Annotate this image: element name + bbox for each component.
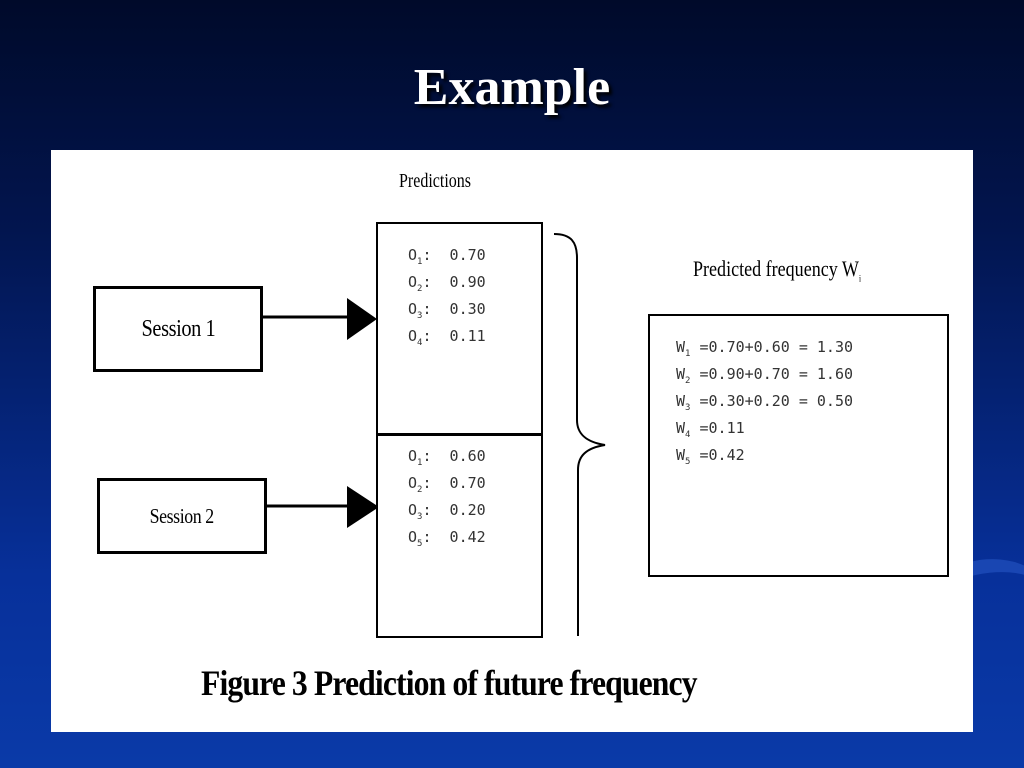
session-2-prediction-row-subscript: 5 <box>417 539 423 549</box>
frequency-row-subscript: 3 <box>685 403 691 413</box>
frequency-box <box>648 314 949 577</box>
session-2-prediction-row-subscript: 3 <box>417 512 423 522</box>
session-1-arrowhead <box>347 298 377 340</box>
session-2-prediction-row: O5: 0.42 <box>408 528 486 549</box>
frequency-row-symbol: W <box>676 419 686 437</box>
frequency-row-symbol: W <box>676 392 686 410</box>
session-2-predictions-box <box>376 434 543 638</box>
session-2-prediction-row-value: : 0.70 <box>422 474 486 492</box>
session-2-prediction-row-subscript: 1 <box>417 458 423 468</box>
frequency-row-symbol: W <box>676 365 686 383</box>
frequency-row-value: =0.30+0.20 = 0.50 <box>690 392 854 410</box>
session-1-prediction-row: O4: 0.11 <box>408 327 486 348</box>
curly-brace <box>553 233 606 636</box>
session-1-prediction-row-value: : 0.30 <box>422 300 486 318</box>
session-1-prediction-row-symbol: O <box>408 273 418 291</box>
session-2-prediction-row-value: : 0.20 <box>422 501 486 519</box>
frequency-row-value: =0.42 <box>690 446 745 464</box>
session-1-prediction-row: O1: 0.70 <box>408 246 486 267</box>
session-1-prediction-row-value: : 0.90 <box>422 273 486 291</box>
session-1-prediction-row-subscript: 3 <box>417 311 423 321</box>
frequency-row-value: =0.11 <box>690 419 745 437</box>
predicted-frequency-text: Predicted frequency W <box>693 256 859 281</box>
session-1-prediction-row-symbol: O <box>408 327 418 345</box>
session-1-predictions-box <box>376 222 543 435</box>
session-1-box: Session 1 <box>93 286 263 372</box>
session-2-prediction-row: O1: 0.60 <box>408 447 486 468</box>
frequency-row-subscript: 5 <box>685 457 691 467</box>
session-2-prediction-row: O2: 0.70 <box>408 474 486 495</box>
predicted-frequency-label: Predicted frequency Wi <box>693 256 861 283</box>
session-1-prediction-row-symbol: O <box>408 246 418 264</box>
figure-panel: Predictions Session 1 Session 2 O1: 0.70… <box>51 150 973 732</box>
session-2-prediction-row-symbol: O <box>408 501 418 519</box>
session-2-prediction-row-value: : 0.60 <box>422 447 486 465</box>
session-1-prediction-row-subscript: 4 <box>417 338 423 348</box>
frequency-row: W4 =0.11 <box>676 419 745 440</box>
session-2-prediction-row-subscript: 2 <box>417 485 423 495</box>
session-2-prediction-row-symbol: O <box>408 528 418 546</box>
session-1-prediction-row-subscript: 1 <box>417 257 423 267</box>
session-1-prediction-row-value: : 0.70 <box>422 246 486 264</box>
slide-title: Example <box>413 59 611 116</box>
diagram-connectors <box>260 233 606 636</box>
session-1-prediction-row: O2: 0.90 <box>408 273 486 294</box>
frequency-row-symbol: W <box>676 338 686 356</box>
session-1-prediction-row-value: : 0.11 <box>422 327 486 345</box>
session-2-prediction-row-value: : 0.42 <box>422 528 486 546</box>
frequency-row: W3 =0.30+0.20 = 0.50 <box>676 392 853 413</box>
session-1-prediction-row-symbol: O <box>408 300 418 318</box>
session-2-prediction-row: O3: 0.20 <box>408 501 486 522</box>
frequency-row-subscript: 4 <box>685 430 691 440</box>
frequency-row-symbol: W <box>676 446 686 464</box>
frequency-row-subscript: 1 <box>685 349 691 359</box>
session-2-prediction-row-symbol: O <box>408 447 418 465</box>
frequency-row-subscript: 2 <box>685 376 691 386</box>
frequency-row: W1 =0.70+0.60 = 1.30 <box>676 338 853 359</box>
session-2-label: Session 2 <box>149 503 215 528</box>
session-2-arrowhead <box>347 486 379 528</box>
frequency-row: W5 =0.42 <box>676 446 745 467</box>
figure-caption: Figure 3 Prediction of future frequency <box>201 663 698 703</box>
session-1-label: Session 1 <box>141 315 215 342</box>
frequency-row-value: =0.70+0.60 = 1.30 <box>690 338 854 356</box>
session-1-prediction-row: O3: 0.30 <box>408 300 486 321</box>
predicted-frequency-sub: i <box>858 273 862 284</box>
predictions-label: Predictions <box>399 170 471 192</box>
frequency-row-value: =0.90+0.70 = 1.60 <box>690 365 854 383</box>
session-2-box: Session 2 <box>97 478 267 554</box>
session-1-prediction-row-subscript: 2 <box>417 284 423 294</box>
frequency-row: W2 =0.90+0.70 = 1.60 <box>676 365 853 386</box>
session-2-prediction-row-symbol: O <box>408 474 418 492</box>
